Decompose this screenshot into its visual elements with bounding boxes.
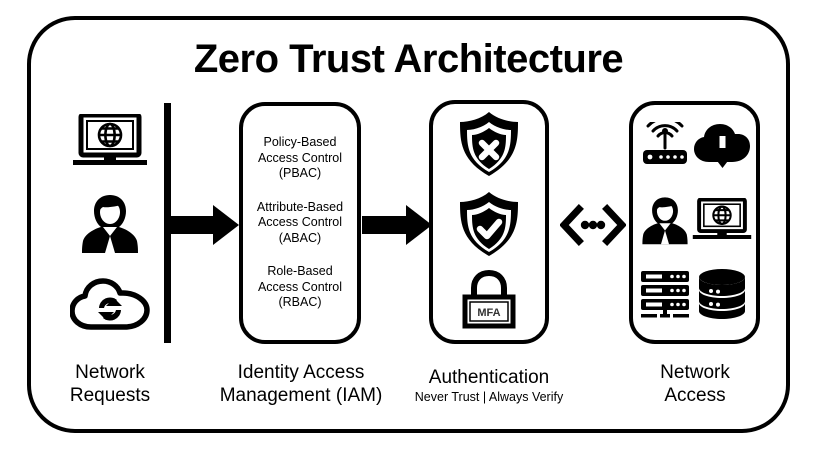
bidirectional-dots-connector	[559, 204, 627, 246]
mfa-label: MFA	[477, 307, 500, 319]
server-rack-icon	[638, 269, 692, 324]
caption-authentication-subtitle: Never Trust | Always Verify	[414, 390, 564, 404]
caption-network-access-line1: Network	[660, 362, 730, 383]
iam-item-abac: Attribute-Based Access Control (ABAC)	[257, 200, 343, 247]
iam-panel: Policy-Based Access Control (PBAC) Attri…	[239, 102, 361, 344]
network-access-icon-grid	[633, 105, 756, 340]
iam-item-rbac-line1: Role-Based	[267, 264, 333, 279]
router-wifi-icon	[638, 116, 692, 175]
iam-item-rbac: Role-Based Access Control (RBAC)	[258, 264, 342, 311]
iam-item-abac-line3: (ABAC)	[278, 230, 322, 245]
caption-authentication-line1: Authentication	[428, 367, 550, 388]
caption-network-requests-line1: Network	[75, 362, 145, 383]
arrow-head	[406, 205, 432, 245]
arrow-head	[213, 205, 239, 245]
iam-item-rbac-line3: (RBAC)	[278, 295, 322, 310]
shield-allow-icon	[456, 190, 522, 263]
user-icon	[640, 194, 690, 251]
authentication-icon-stack: MFA	[433, 104, 545, 340]
arrow-right-iam-to-authentication	[362, 205, 432, 245]
laptop-globe-icon	[72, 112, 148, 173]
arrow-shaft	[362, 216, 408, 234]
user-icon	[79, 192, 141, 259]
caption-network-requests: Network Requests	[40, 361, 180, 407]
caption-network-access: Network Access	[625, 361, 765, 407]
padlock-mfa-icon: MFA	[458, 269, 520, 334]
cloud-sync-icon	[69, 277, 150, 335]
shield-deny-icon	[456, 110, 522, 183]
caption-iam: Identity Access Management (IAM)	[215, 361, 387, 407]
caption-network-requests-line2: Requests	[69, 385, 151, 406]
arrow-shaft	[167, 216, 215, 234]
authentication-panel: MFA	[429, 100, 549, 344]
iam-item-pbac-line3: (PBAC)	[278, 166, 322, 181]
network-requests-icon-stack	[62, 104, 158, 344]
arrow-right-requests-to-iam	[167, 205, 239, 245]
iam-item-abac-line2: Access Control	[257, 215, 343, 230]
caption-network-access-line2: Access	[664, 385, 726, 406]
network-access-panel	[629, 101, 760, 344]
caption-iam-line2: Management (IAM)	[219, 385, 383, 406]
iam-item-abac-line1: Attribute-Based	[256, 199, 344, 214]
iam-item-pbac: Policy-Based Access Control (PBAC)	[258, 135, 342, 182]
iam-item-rbac-line2: Access Control	[257, 279, 343, 294]
cloud-download-icon	[693, 122, 751, 175]
database-icon	[697, 268, 747, 325]
iam-policy-list: Policy-Based Access Control (PBAC) Attri…	[243, 106, 357, 340]
iam-item-pbac-line1: Policy-Based	[263, 135, 337, 150]
diagram-title: Zero Trust Architecture	[193, 37, 624, 81]
laptop-globe-icon	[692, 197, 752, 247]
caption-authentication: Authentication Never Trust | Always Veri…	[398, 366, 580, 405]
iam-item-pbac-line2: Access Control	[257, 150, 343, 165]
caption-iam-line1: Identity Access	[237, 362, 365, 383]
